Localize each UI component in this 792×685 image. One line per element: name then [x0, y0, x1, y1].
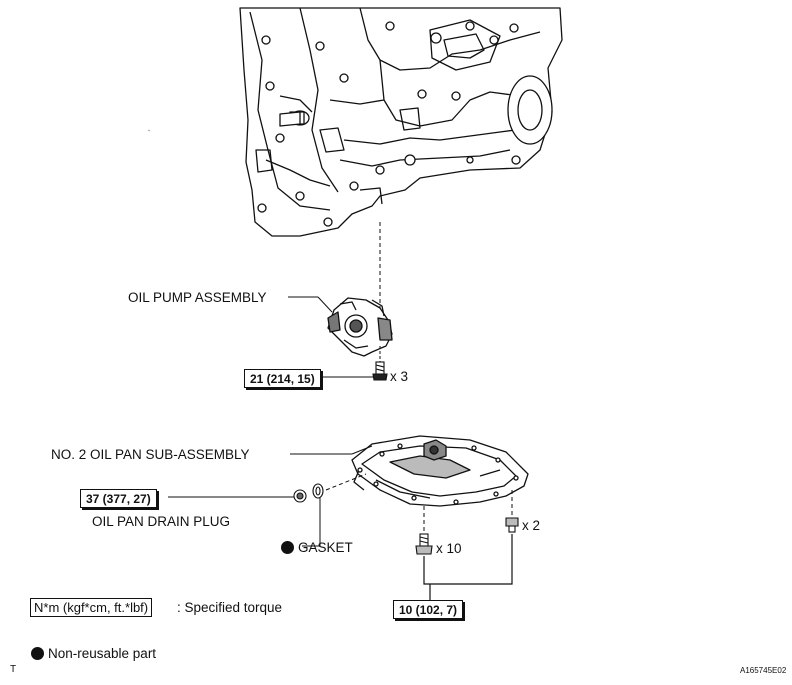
pan-bolt-long	[415, 533, 433, 555]
oil-pump-assembly-label: OIL PUMP ASSEMBLY	[128, 290, 267, 305]
non-reusable-legend: Non-reusable part	[31, 647, 156, 661]
pan-bolt-short	[505, 517, 519, 533]
figure-id: A165745E02	[740, 666, 787, 675]
oil-pump-leader-b	[317, 296, 333, 313]
pan-bolt-short-quantity: x 2	[522, 518, 541, 533]
drain-plug-torque-box: 37 (377, 27)	[80, 489, 157, 508]
non-reusable-legend-text: Non-reusable part	[48, 646, 157, 661]
torque-unit-legend-box: N*m (kgf*cm, ft.*lbf)	[30, 598, 153, 617]
oil-pan-sub-assembly	[351, 435, 529, 507]
corner-mark: T	[10, 664, 17, 675]
torque-legend-description: : Specified torque	[177, 600, 283, 615]
drain-plug	[293, 489, 307, 503]
oil-pump-assembly	[327, 297, 393, 357]
scan-speck	[147, 129, 151, 132]
non-reusable-dot-icon	[281, 541, 294, 554]
gasket-text: GASKET	[298, 540, 353, 555]
oil-pan-drain-plug-label: OIL PAN DRAIN PLUG	[92, 514, 231, 529]
pump-bolt-torque-box: 21 (214, 15)	[244, 369, 321, 388]
oil-pan-leader-b	[351, 445, 373, 455]
oil-pan-label: NO. 2 OIL PAN SUB-ASSEMBLY	[51, 447, 250, 462]
pan-bolt-torque-bracket	[423, 534, 513, 585]
pan-bolt-long-quantity: x 10	[436, 541, 462, 556]
gasket-ring	[312, 483, 324, 499]
gasket-label: GASKET	[281, 541, 353, 555]
pump-bolt	[372, 361, 388, 381]
pump-bolt-quantity: x 3	[390, 369, 409, 384]
pan-bolt-torque-box: 10 (102, 7)	[393, 600, 464, 619]
engine-block	[239, 7, 563, 237]
non-reusable-legend-dot-icon	[31, 647, 44, 660]
drain-guide-line	[325, 473, 367, 491]
